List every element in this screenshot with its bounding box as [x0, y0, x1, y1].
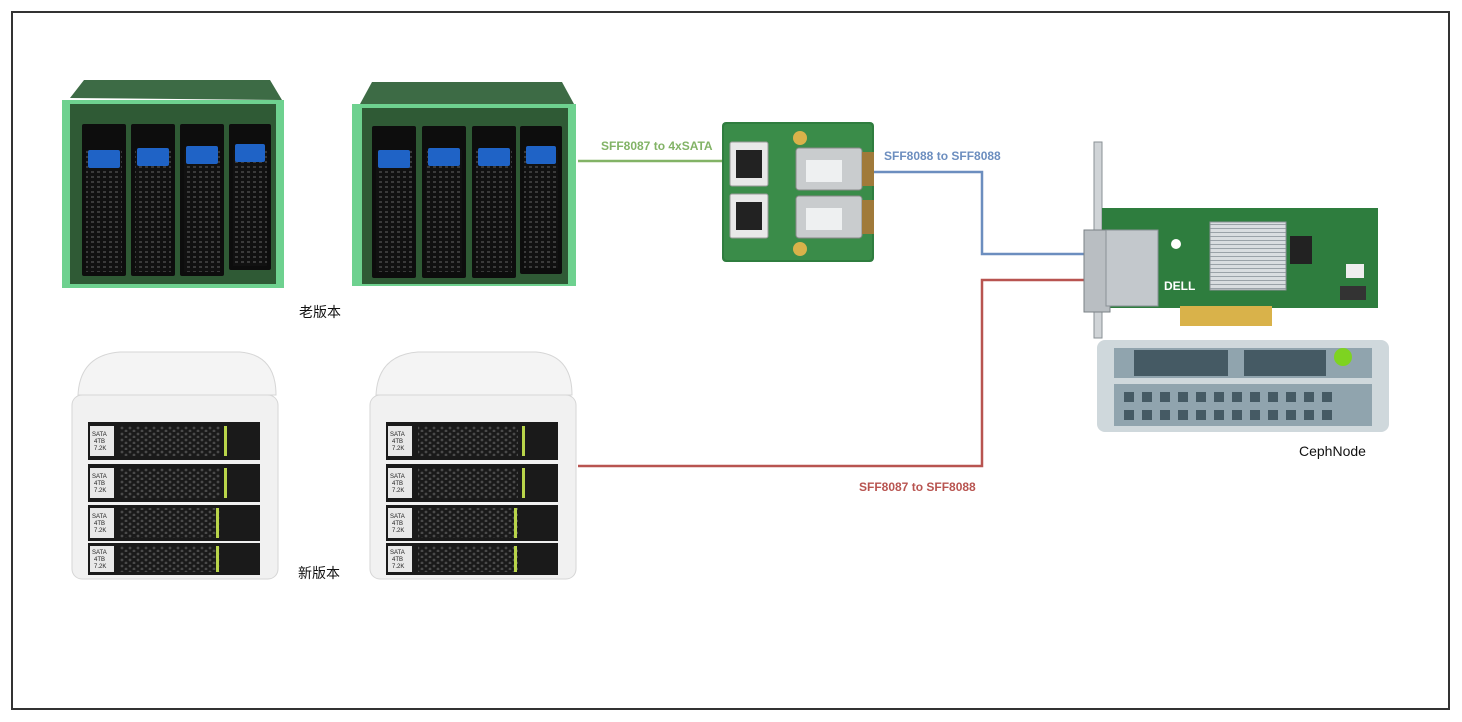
drive-label-sata: SATA [390, 550, 405, 556]
hba-card-icon: DELL [1083, 141, 1378, 339]
drive-label-capacity: 4TB [94, 439, 105, 445]
drive-label-capacity: 4TB [94, 557, 105, 563]
old-version-label: 老版本 [299, 304, 341, 320]
drive-label-sata: SATA [390, 474, 405, 480]
edge-red-line [578, 278, 1086, 468]
new-enclosure-icon: SATA 4TB 7.2K SATA 4TB 7.2K SATA 4TB 7.2… [369, 351, 577, 580]
drive-label-sata: SATA [92, 514, 107, 520]
drive-label-rpm: 7.2K [94, 446, 106, 452]
edge-red-label: SFF8087 to SFF8088 [859, 480, 976, 494]
drive-label-capacity: 4TB [392, 557, 403, 563]
old-enclosure-icon [352, 82, 576, 286]
drive-label-sata: SATA [92, 432, 107, 438]
ceph-node-label: CephNode [1299, 443, 1366, 459]
drive-label-rpm: 7.2K [94, 528, 106, 534]
server-node-icon [1097, 340, 1389, 432]
drive-label-capacity: 4TB [392, 521, 403, 527]
drive-label-sata: SATA [390, 432, 405, 438]
new-enclosure-icon: SATA 4TB 7.2K SATA 4TB 7.2K SATA 4TB 7.2… [71, 351, 279, 580]
drive-label-capacity: 4TB [392, 481, 403, 487]
new-version-label: 新版本 [298, 565, 340, 581]
edge-green-label: SFF8087 to 4xSATA [601, 139, 713, 153]
drive-label-rpm: 7.2K [392, 488, 404, 494]
drive-label-rpm: 7.2K [392, 564, 404, 570]
diagram-frame [11, 11, 1450, 710]
drive-label-sata: SATA [390, 514, 405, 520]
drive-label-rpm: 7.2K [94, 488, 106, 494]
drive-label-sata: SATA [92, 550, 107, 556]
drive-label-capacity: 4TB [392, 439, 403, 445]
drive-label-rpm: 7.2K [392, 446, 404, 452]
edge-blue-label: SFF8088 to SFF8088 [884, 149, 1001, 163]
drive-label-rpm: 7.2K [94, 564, 106, 570]
drive-label-rpm: 7.2K [392, 528, 404, 534]
drive-label-sata: SATA [92, 474, 107, 480]
old-enclosure-icon [62, 80, 284, 288]
adapter-board-icon [722, 122, 874, 262]
hba-brand-label: DELL [1164, 279, 1195, 293]
edge-blue-line [874, 170, 1086, 256]
drive-label-capacity: 4TB [94, 481, 105, 487]
drive-label-capacity: 4TB [94, 521, 105, 527]
